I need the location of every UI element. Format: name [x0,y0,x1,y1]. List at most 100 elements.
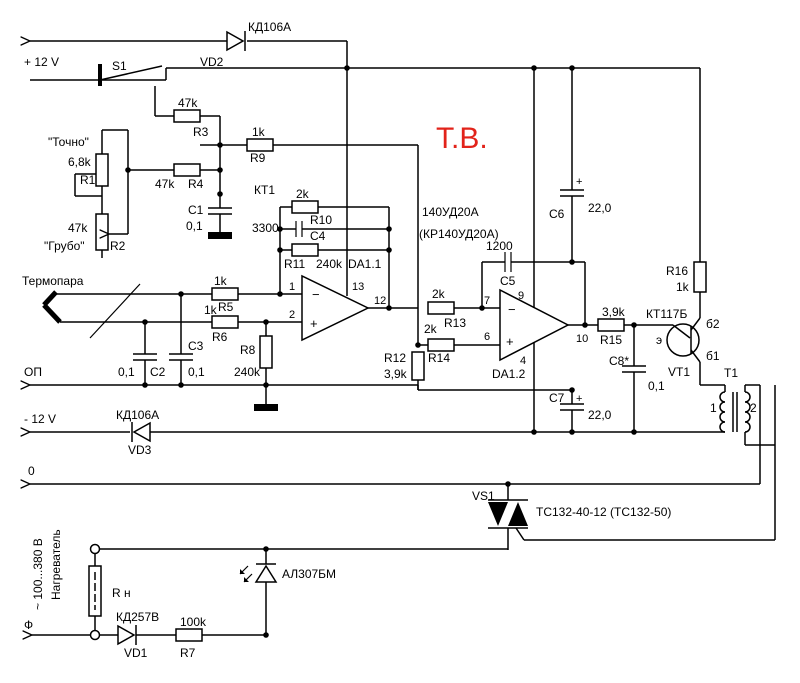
capacitor-c8: C8* 0,1 [609,325,665,432]
c8-ref: C8* [609,354,629,368]
rail-plus12: + 12 V [24,41,700,81]
c1-value: 0,1 [186,219,203,233]
r9-value: 1k [252,125,266,139]
vt1-b2-label: б2 [706,317,720,331]
c4-ref: C4 [310,229,326,243]
c4-value: 3300 [252,221,279,235]
mains-label: ~ 100...380 В [31,538,45,610]
c7-ref: C7 [549,391,565,405]
c3-ref: C3 [188,339,204,353]
resistor-r2: 47k R2 "Грубо" [44,213,126,253]
r6-ref: R6 [212,330,228,344]
vd3-ref: VD3 [128,443,152,457]
c6-value: 22,0 [588,201,612,215]
led-indicator: АЛ307БМ [239,549,336,635]
r2-value: 47k [68,221,88,235]
resistor-r6: 1k R6 [204,303,302,344]
switch-s1[interactable]: S1 [98,59,163,86]
diode-vd3: КД106А VD3 [116,408,159,457]
rn-ref: R н [112,586,131,600]
da12-pin-6: 6 [484,331,490,343]
c5-value: 1200 [486,239,513,253]
diode-vd2: КД106А VD2 [200,20,291,69]
phi-label: Ф [24,618,33,632]
r11-ref: R11 [284,257,305,271]
c5-ref: C5 [500,274,516,288]
da11-minus-sign: − [312,287,320,302]
r5-ref: R5 [218,300,234,314]
da11-pin-13: 13 [352,281,364,293]
r14-ref: R14 [428,351,450,365]
rail-zero: 0 [28,464,760,484]
r13-ref: R13 [444,316,466,330]
opamp-da12: − + 7 6 9 4 10 DA1.2 [484,68,598,432]
c7-plus: + [576,393,582,405]
r7-ref: R7 [180,646,196,660]
da12-ref: DA1.2 [492,367,526,381]
led-value: АЛ307БМ [282,567,336,581]
triac-vs1: VS1 ТС132-40-12 (ТС132-50) [472,484,775,550]
transistor-vt1: КТ117Б э б2 б1 VT1 [646,307,720,379]
thermocouple-label: Термопара [22,274,84,288]
capacitor-c1: C1 0,1 [186,194,232,239]
r3-ref: R3 [193,125,209,139]
resistor-r9: 1k R9 [246,125,419,345]
opamp-da11: − + 1 2 13 12 DA1.1 [289,68,418,342]
da12-minus-sign: − [508,302,516,317]
capacitor-c6: + C6 22,0 [549,68,612,262]
r16-value: 1k [676,280,690,294]
resistor-r12: R12 3,9k [384,351,425,390]
resistor-r16: R16 1k [666,68,707,318]
diode-vd1: КД257В VD1 [116,610,176,660]
t1-ref: T1 [724,366,738,380]
c2-value: 0,1 [118,365,135,379]
capacitor-c2: 0,1 C2 [118,322,166,385]
r14-value: 2k [424,322,438,336]
vs1-ref: VS1 [472,489,495,503]
capacitor-c5: 1200 C5 [481,239,586,325]
feedback-network: КТ1 2k R10 3300 C4 R11 240k [252,183,390,308]
r5-value: 1k [214,274,228,288]
resistor-r3: 47k R3 [173,96,209,139]
offset-divider [74,86,247,258]
zero-label: 0 [28,464,35,478]
r10-ref: R10 [310,213,332,227]
s1-label: S1 [112,59,127,73]
op-label: ОП [24,365,42,379]
resistor-r4: 47k R4 [155,163,204,191]
rail-op: ОП [24,365,572,391]
da12-pin-10: 10 [576,333,588,345]
da12-pin-4: 4 [520,355,526,367]
r12-ref: R12 [384,351,406,365]
da11-ref: DA1.1 [348,257,382,271]
capacitor-c7: + C7 22,0 [549,388,612,432]
da1-alt-label: (КР140УД20А) [419,227,499,241]
resistor-r5: 1k R5 [211,274,302,314]
r15-ref: R15 [600,333,622,347]
r12-value: 3,9k [384,367,408,381]
transformer-t1: T1 1 2 [699,362,776,540]
r8-ref: R8 [240,343,256,357]
minus12-label: - 12 V [24,412,56,426]
vs1-value: ТС132-40-12 (ТС132-50) [536,505,671,519]
vd3-value: КД106А [116,408,159,422]
r1-value: 6,8k [68,155,92,169]
c6-plus: + [576,176,582,188]
capacitor-c3: C3 0,1 [169,294,205,385]
c8-value: 0,1 [648,379,665,393]
r7-value: 100k [180,615,207,629]
junction-dots [125,65,637,638]
vt1-emitter-label: э [656,333,662,347]
vd2-ref: VD2 [200,55,224,69]
da11-pin-12: 12 [374,295,386,307]
vt1-value: КТ117Б [646,307,687,321]
vd1-value: КД257В [116,610,159,624]
c1-ref: C1 [188,203,204,217]
r4-value: 47k [155,177,175,191]
mains-load: ~ 100...380 В Нагреватель Ф R н [24,529,508,641]
r3-value: 47k [178,96,198,110]
c7-value: 22,0 [588,408,612,422]
resistor-r8: R8 240k [234,322,278,411]
da1-type-label: 140УД20А [422,205,479,219]
